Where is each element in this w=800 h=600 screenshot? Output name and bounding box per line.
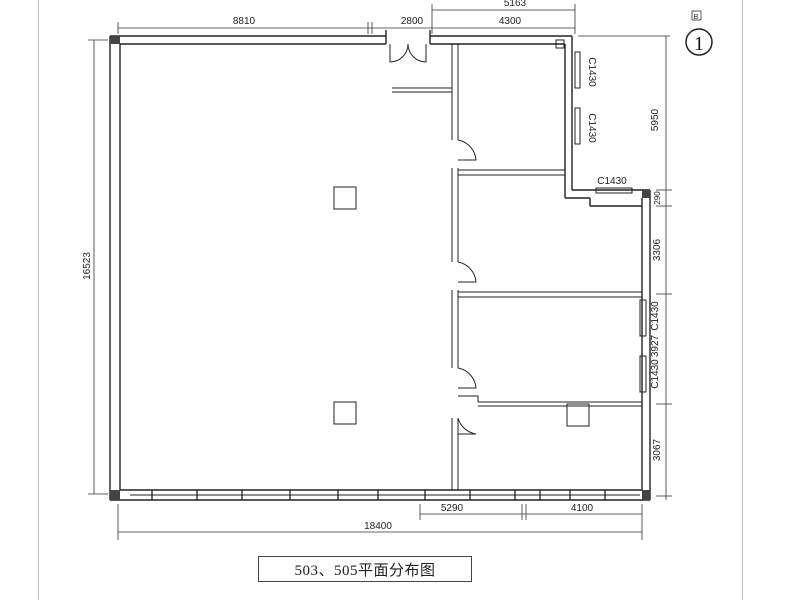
dim-right-upper: 5950	[650, 108, 661, 131]
caption-box: 503、505平面分布图	[258, 556, 472, 582]
window-label-3: C1430	[597, 176, 627, 187]
sheet-frame-left	[38, 0, 39, 600]
outer-walls	[109, 35, 651, 501]
bottom-dimension-lines	[117, 504, 643, 540]
dim-left-overall: 16523	[82, 252, 93, 280]
dim-bottom-overall: 18400	[364, 521, 392, 532]
dim-bottom-right: 4100	[571, 503, 594, 514]
corner-block-tr	[642, 190, 650, 198]
dim-right-lower: 3927	[650, 334, 661, 357]
interior-partitions	[392, 44, 642, 490]
sheet-marker: B 1	[685, 10, 713, 56]
corner-block-tl	[110, 36, 120, 44]
sheet-marker-number: 1	[694, 33, 704, 55]
column-small	[555, 39, 565, 49]
left-dimension-line	[88, 39, 108, 495]
column-lower	[333, 401, 357, 425]
window-label-1: C1430	[586, 57, 597, 87]
dim-bottom-left: 5290	[441, 503, 464, 514]
interior-doors	[457, 139, 479, 435]
right-windows	[574, 51, 647, 393]
bottom-windows	[130, 490, 640, 500]
window-label-4: C1430	[650, 301, 661, 331]
dim-right-bottom: 3067	[652, 438, 663, 461]
column-upper	[333, 186, 357, 210]
column-right	[566, 403, 590, 427]
window-label-2: C1430	[586, 113, 597, 143]
dim-right-mid: 3306	[652, 238, 663, 261]
sheet-marker-top: B	[694, 14, 699, 21]
dim-top-door: 2800	[401, 16, 424, 27]
top-dimension-lines	[117, 4, 576, 34]
dim-top-right: 4300	[499, 16, 522, 27]
dim-top-overall: 5163	[504, 0, 527, 9]
dim-top-left: 8810	[233, 16, 256, 27]
window-label-5: C1430	[650, 359, 661, 389]
drawing-caption: 503、505平面分布图	[294, 562, 436, 579]
dim-right-small: 290	[653, 191, 662, 205]
corner-block-br	[642, 490, 650, 500]
right-dimension-lines	[578, 35, 672, 500]
sheet-frame-right	[742, 0, 743, 600]
corner-block-bl	[110, 490, 120, 500]
main-entrance-door	[385, 30, 431, 63]
